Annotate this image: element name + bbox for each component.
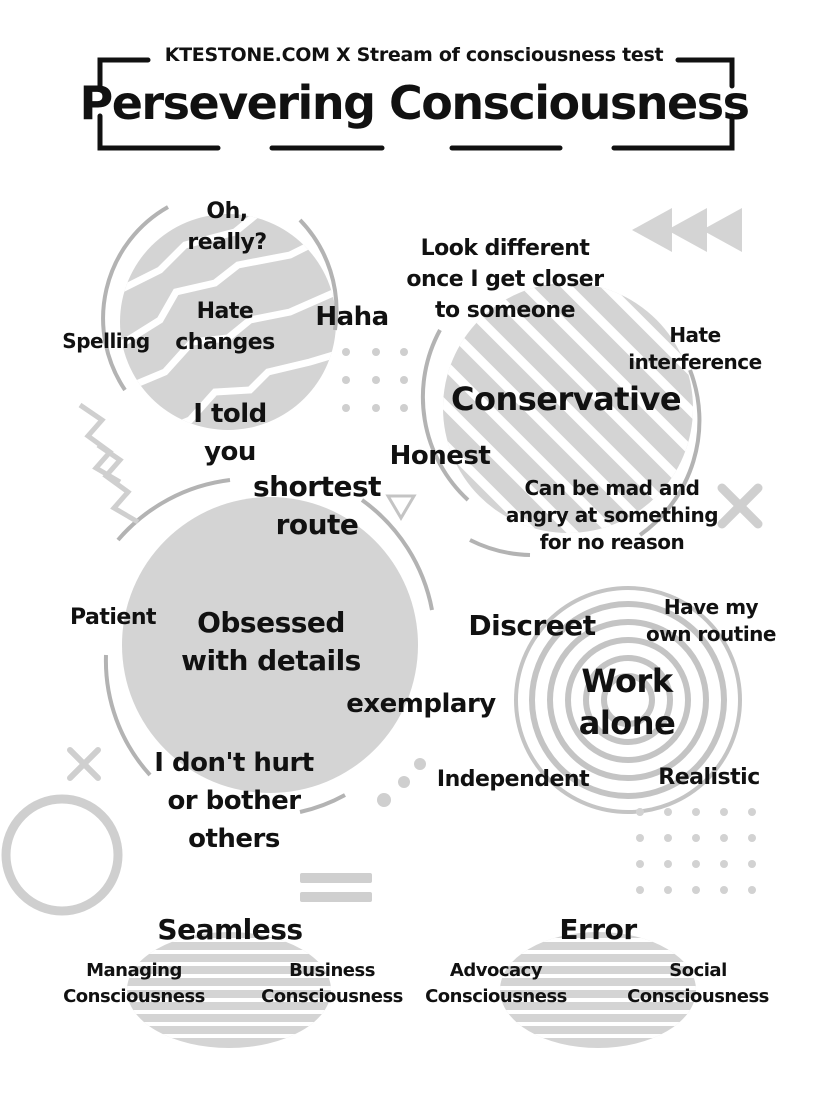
bubble-middle-left (103, 478, 434, 814)
label-i-told-you: I told you (193, 399, 267, 467)
label-dont-hurt: I don't hurt or bother others (154, 748, 314, 854)
label-look-different: Look different once I get closer to some… (406, 236, 604, 323)
label-error: Error (559, 913, 637, 946)
label-independent: Independent (436, 767, 590, 792)
ellipse-error (500, 932, 696, 1048)
label-own-routine: Have my own routine (646, 595, 776, 646)
label-haha: Haha (315, 302, 389, 332)
label-mad-angry: Can be mad and angry at something for no… (505, 476, 719, 554)
label-honest: Honest (389, 441, 491, 471)
title-frame (97, 57, 735, 151)
label-conservative: Conservative (450, 380, 682, 418)
label-oh-really: Oh, really? (187, 199, 267, 255)
bubble-middle-right (514, 586, 742, 814)
label-patient: Patient (69, 605, 157, 630)
label-social-consciousness: Social Consciousness (627, 960, 769, 1007)
label-advocacy-consciousness: Advocacy Consciousness (425, 960, 567, 1007)
label-work-alone: Work alone (578, 662, 676, 742)
label-spelling: Spelling (62, 329, 150, 353)
decorations (1, 208, 763, 916)
header-subtitle: KTESTONE.COM X Stream of consciousness t… (164, 44, 664, 66)
label-exemplary: exemplary (346, 689, 496, 719)
label-obsessed-with-details: Obsessed with details (181, 606, 361, 677)
label-seamless: Seamless (157, 913, 303, 946)
label-business-consciousness: Business Consciousness (261, 960, 403, 1007)
page-title: Persevering Consciousness (79, 76, 750, 130)
label-shortest-route: shortest route (252, 470, 382, 541)
label-managing-consciousness: Managing Consciousness (63, 960, 205, 1007)
bubble-top-right (420, 283, 702, 557)
label-realistic: Realistic (658, 765, 760, 790)
label-hate-changes: Hate changes (175, 299, 275, 355)
bubble-top-left (101, 205, 339, 430)
label-hate-interference: Hate interference (628, 323, 762, 374)
ellipse-seamless (127, 932, 331, 1048)
label-discreet: Discreet (468, 609, 596, 642)
